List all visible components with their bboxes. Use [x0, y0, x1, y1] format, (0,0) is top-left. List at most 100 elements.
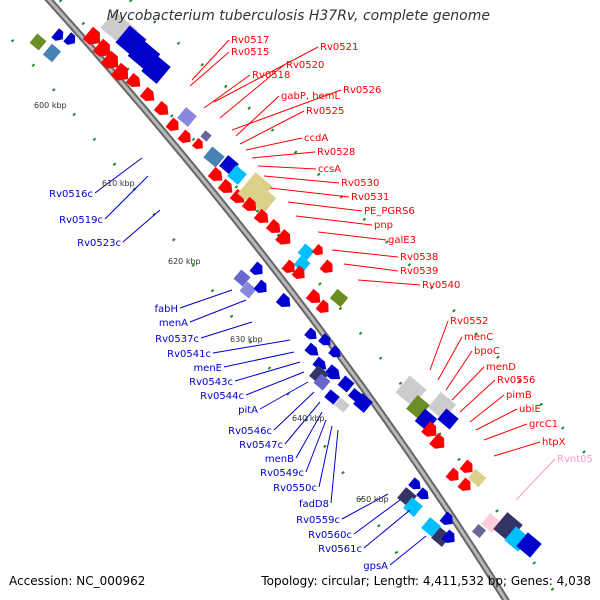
gene-feature: [334, 397, 350, 413]
leader-line-reverse: [200, 321, 253, 339]
kbp-label: 650 kbp: [356, 495, 389, 504]
kbp-label: 640 kbp: [292, 414, 325, 423]
gene-label-forward: menC: [464, 332, 493, 343]
gene-feature: [275, 229, 291, 245]
leader-line-forward: [191, 39, 230, 81]
gene-label-forward: ccsA: [318, 164, 341, 175]
gene-label-reverse: Rv0543c: [189, 377, 233, 388]
gene-label-reverse: Rv0559c: [296, 515, 340, 526]
gene-feature: [311, 243, 323, 256]
leader-line-reverse: [223, 351, 295, 368]
gene-label-reverse: Rv0547c: [239, 440, 283, 451]
gene-label-forward: Rv0556: [497, 375, 535, 386]
gene-label-reverse: Rv0516c: [49, 189, 93, 200]
gene-feature: [200, 130, 212, 142]
gene-feature: [253, 279, 267, 293]
backbone-highlight: [46, 0, 508, 600]
genome-summary-text: Topology: circular; Length: 4,411,532 bp…: [261, 574, 591, 588]
leader-line-forward: [235, 95, 280, 137]
gene-feature: [493, 512, 523, 542]
gene-label-forward: htpX: [542, 437, 566, 448]
leader-line-reverse: [389, 535, 427, 566]
gene-label-reverse: Rv0546c: [228, 426, 272, 437]
gene-feature: [312, 356, 327, 370]
gene-feature: [233, 269, 251, 287]
leader-line-forward: [343, 263, 399, 272]
kbp-label: 600 kbp: [34, 101, 67, 110]
gene-feature: [313, 373, 331, 391]
kbp-label: 620 kbp: [168, 257, 201, 266]
leader-line-forward: [257, 165, 317, 170]
gene-label-forward: grcC1: [529, 419, 558, 430]
leader-line-forward: [317, 231, 387, 241]
gene-label-forward: Rv0552: [450, 316, 488, 327]
gene-label-forward: Rv0515: [231, 47, 269, 58]
tick-guide-0: [10, 39, 430, 600]
gene-label-reverse: gpsA: [363, 561, 388, 572]
gene-feature: [191, 137, 203, 150]
gene-label-reverse: menE: [193, 363, 222, 374]
gene-label-reverse: fabH: [154, 304, 178, 315]
leader-line-reverse: [234, 361, 301, 382]
gene-feature: [291, 265, 305, 279]
leader-line-forward: [357, 279, 421, 286]
gene-label-forward: Rv0525: [306, 106, 344, 117]
gene-feature: [139, 86, 155, 102]
gene-label-reverse: Rv0561c: [318, 544, 362, 555]
gene-label-forward: galE3: [388, 235, 416, 246]
leader-line-forward: [189, 51, 230, 87]
label-leader-lines: [94, 39, 556, 566]
leader-line-reverse: [318, 425, 333, 488]
leader-line-reverse: [330, 429, 339, 504]
gene-feature: [329, 288, 349, 308]
gene-feature: [421, 421, 437, 437]
gene-label-reverse: menA: [159, 318, 188, 329]
leader-line-forward: [459, 379, 496, 413]
leader-line-forward: [451, 366, 485, 401]
gene-feature: [304, 342, 319, 356]
gene-feature: [471, 523, 487, 539]
leader-line-reverse: [122, 209, 161, 243]
leader-line-forward: [245, 137, 303, 151]
gene-label-forward: ubiE: [519, 404, 541, 415]
gene-feature: [318, 333, 331, 346]
gene-feature: [441, 529, 455, 543]
gene-label-forward: Rv0518: [252, 70, 290, 81]
gene-feature: [406, 394, 430, 420]
gene-feature: [516, 532, 542, 558]
gene-label-reverse: Rv0523c: [77, 238, 121, 249]
gene-feature: [467, 468, 487, 488]
gene-label-reverse: Rv0560c: [308, 530, 352, 541]
gene-feature: [281, 259, 295, 273]
gene-feature: [42, 43, 62, 63]
gene-label-reverse: Rv0550c: [273, 483, 317, 494]
gene-feature: [265, 218, 281, 234]
gene-feature: [110, 62, 129, 81]
gene-feature: [82, 26, 101, 45]
leader-line-forward: [251, 151, 316, 159]
gene-label-forward: Rv0521: [320, 42, 358, 53]
gene-label-forward: Rv0517: [231, 35, 269, 46]
gene-feature: [165, 117, 179, 131]
accession-text: Accession: NC_000962: [9, 574, 146, 588]
gene-label-forward: Rv0528: [317, 147, 355, 158]
gene-label-reverse: Rv0537c: [155, 334, 199, 345]
gene-label-forward: Rvnt05: [557, 454, 593, 465]
gene-feature: [253, 208, 269, 224]
leader-line-reverse: [284, 401, 321, 445]
gene-label-reverse: fadD8: [299, 499, 329, 510]
gene-label-reverse: pitA: [238, 405, 258, 416]
gene-feature: [315, 299, 329, 313]
gene-feature: [51, 28, 64, 41]
leader-line-forward: [437, 336, 463, 381]
gene-feature: [125, 72, 141, 88]
leader-line-reverse: [363, 509, 411, 549]
gene-feature: [63, 32, 76, 45]
gene-feature: [305, 288, 321, 304]
gene-feature: [319, 259, 333, 273]
leader-line-forward: [213, 46, 319, 103]
leader-line-reverse: [104, 175, 149, 220]
